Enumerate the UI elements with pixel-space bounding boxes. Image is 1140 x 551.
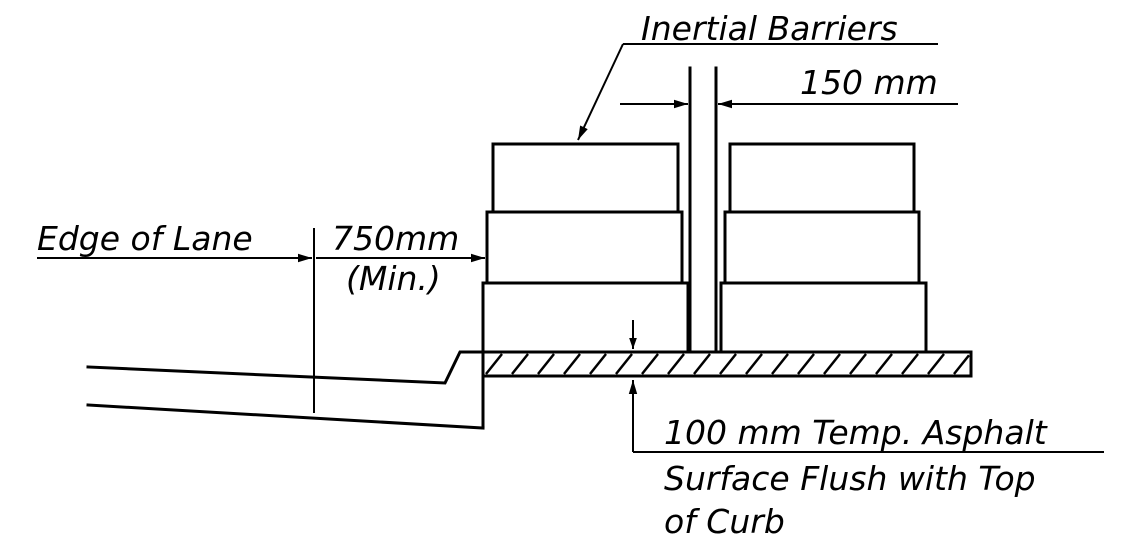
edge-of-lane-label: Edge of Lane bbox=[37, 219, 253, 258]
hatch-line bbox=[823, 353, 841, 375]
asphalt-thickness-indicator bbox=[628, 320, 1104, 453]
hatch-line bbox=[641, 353, 659, 375]
offset-note-label: (Min.) bbox=[346, 259, 441, 298]
hatch-line bbox=[953, 354, 970, 375]
hatch-line bbox=[511, 353, 529, 375]
hatch-line bbox=[589, 353, 607, 375]
asphalt-pad bbox=[481, 350, 973, 378]
offset-label: 750mm bbox=[332, 219, 459, 258]
gap-width-label: 150 mm bbox=[800, 63, 938, 102]
hatch-line bbox=[537, 353, 555, 375]
hatch-line bbox=[615, 353, 633, 375]
hatch-line bbox=[901, 353, 919, 375]
inertial-barrier-left bbox=[481, 142, 690, 354]
inertial-barrier-right bbox=[719, 142, 928, 354]
hatch-line bbox=[563, 353, 581, 375]
hatch-line bbox=[719, 353, 737, 375]
hatch-line bbox=[693, 353, 711, 375]
inertial-barriers-label: Inertial Barriers bbox=[641, 9, 898, 48]
inertial-barriers-leader bbox=[577, 43, 938, 141]
hatch-line bbox=[927, 353, 945, 375]
asphalt-label-line1: 100 mm Temp. Asphalt bbox=[664, 413, 1048, 452]
hatch-line bbox=[667, 353, 685, 375]
asphalt-label-line3: of Curb bbox=[664, 502, 785, 541]
asphalt-label-line2: Surface Flush with Top bbox=[664, 459, 1036, 498]
hatch-line bbox=[849, 353, 867, 375]
hatch-line bbox=[485, 353, 503, 375]
hatch-line bbox=[875, 353, 893, 375]
hatch-line bbox=[745, 353, 763, 375]
hatch-line bbox=[771, 353, 789, 375]
roadway-edge bbox=[86, 350, 485, 430]
hatch-line bbox=[797, 353, 815, 375]
center-gap-posts bbox=[688, 66, 718, 354]
